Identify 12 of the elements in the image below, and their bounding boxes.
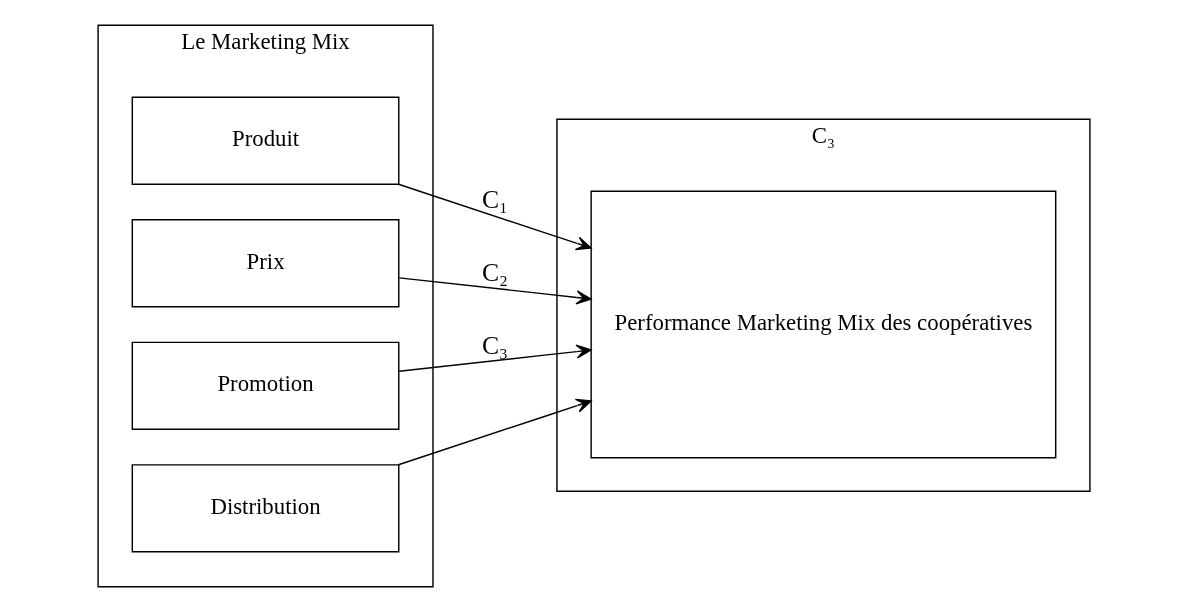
node-box: Promotion [131, 341, 399, 430]
arrow [397, 398, 592, 466]
arrow [397, 183, 592, 251]
edge-label: C₂ [481, 257, 508, 287]
node-box: Performance Marketing Mix des coopératives [589, 190, 1056, 459]
node-box: Produit [131, 96, 399, 185]
arrow [398, 344, 592, 372]
arrow [398, 277, 592, 305]
node-box: Distribution [131, 464, 399, 553]
node-box: Prix [131, 219, 399, 308]
edge-label: C₃ [481, 330, 508, 360]
edge-label: C₁ [481, 185, 508, 215]
